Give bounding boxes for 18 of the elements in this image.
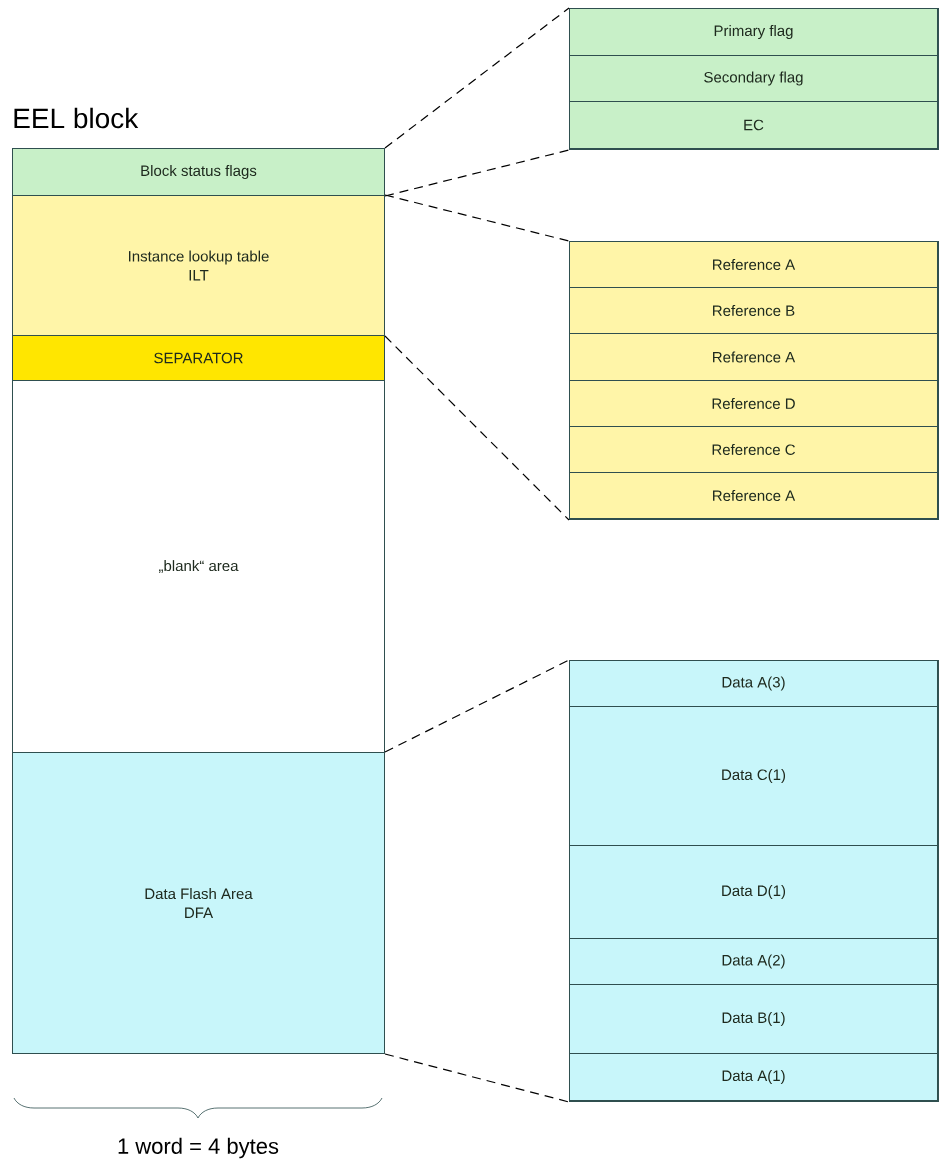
zoom-line	[384, 194, 570, 242]
zoom-line	[384, 7, 570, 149]
table-row: Reference C	[569, 426, 938, 473]
zoom-line	[384, 335, 570, 521]
zoom-line	[384, 1053, 570, 1103]
memory-row: SEPARATOR	[12, 335, 385, 381]
table-row: Reference B	[569, 287, 938, 334]
memory-row: Data Flash Area DFA	[12, 752, 385, 1054]
zoom-line	[384, 659, 570, 753]
table-row: Reference D	[569, 380, 938, 427]
memory-row: Instance lookup table ILT	[12, 195, 385, 336]
table-row: Reference A	[569, 333, 938, 381]
title: EEL block	[14, 107, 139, 129]
memory-row: Block status flags	[12, 148, 385, 196]
table-row: Reference A	[569, 241, 938, 288]
table-row: Reference A	[569, 472, 938, 519]
zoom-line	[384, 149, 570, 197]
size-label: 1 word = 4 bytes	[118, 1137, 279, 1159]
